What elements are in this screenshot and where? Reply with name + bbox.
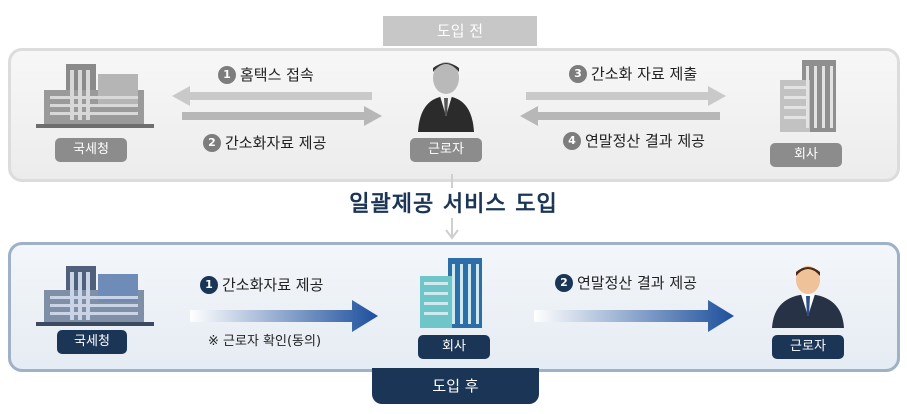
worker-icon-after	[772, 266, 844, 328]
before-step-1: 1 홈택스 접속	[218, 64, 314, 85]
step-label: 간소화 자료 제출	[591, 65, 698, 83]
before-tab: 도입 전	[383, 16, 537, 46]
nts-label-after: 국세청	[57, 330, 127, 354]
step-label: 연말정산 결과 제공	[577, 274, 697, 292]
double-arrow-left-icon	[172, 86, 382, 126]
after-tab: 도입 후	[372, 368, 539, 404]
before-step-2: 2 간소화자료 제공	[203, 132, 326, 153]
step-label: 홈택스 접속	[240, 66, 314, 84]
step-number: 2	[555, 273, 573, 292]
after-step-1: 1 간소화자료 제공	[200, 274, 323, 295]
after-step-2: 2 연말정산 결과 제공	[555, 272, 697, 293]
company-building-icon-before	[780, 60, 836, 132]
nts-building-icon	[36, 266, 154, 326]
double-arrow-right-icon	[520, 86, 726, 126]
before-step-4: 4 연말정산 결과 제공	[563, 130, 705, 151]
worker-label-before: 근로자	[410, 138, 482, 162]
gradient-arrow-right-icon	[534, 300, 734, 332]
nts-building-icon	[36, 64, 154, 128]
step-number: 4	[563, 131, 581, 150]
company-building-icon-after	[420, 258, 482, 328]
worker-icon-before	[418, 62, 474, 132]
step-label: 간소화자료 제공	[222, 276, 324, 294]
step-number: 1	[218, 65, 236, 84]
step-number: 1	[200, 275, 218, 294]
step-label: 연말정산 결과 제공	[585, 132, 705, 150]
down-arrow-icon	[445, 174, 459, 240]
step-number: 3	[569, 64, 587, 83]
worker-label-after: 근로자	[772, 335, 844, 359]
company-label-after: 회사	[418, 335, 490, 359]
before-step-3: 3 간소화 자료 제출	[569, 63, 697, 84]
gradient-arrow-right-icon	[190, 300, 378, 332]
step-number: 2	[203, 133, 221, 152]
step-label: 간소화자료 제공	[225, 134, 327, 152]
nts-label-before: 국세청	[55, 138, 127, 162]
center-title: 일괄제공 서비스 도입	[349, 192, 558, 217]
consent-note: ※ 근로자 확인(동의)	[208, 334, 322, 349]
company-label-before: 회사	[770, 143, 842, 167]
